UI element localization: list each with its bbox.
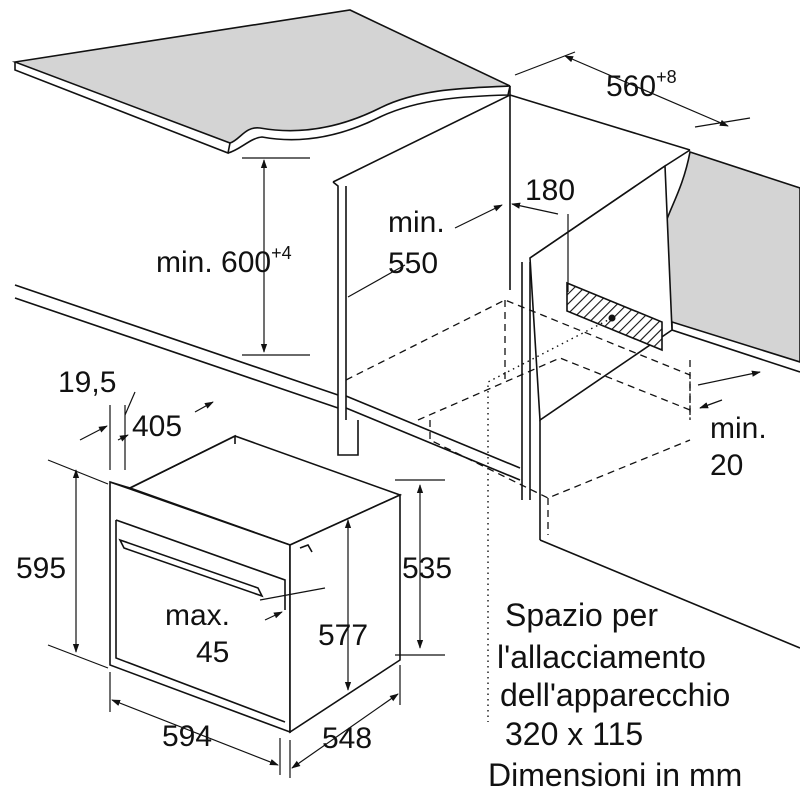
- cabinet-niche: [11, 9, 800, 722]
- dim-handle-l2: 45: [196, 636, 229, 669]
- dim-niche-width: 560+8: [606, 67, 677, 103]
- note-connection-l1: Spazio per: [505, 597, 658, 633]
- countertop-right: [661, 150, 800, 363]
- dim-oven-depth: 548: [322, 722, 372, 755]
- dimension-lines: [47, 51, 761, 778]
- note-connection-l4: 320 x 115: [505, 716, 643, 752]
- countertop-left: [11, 9, 511, 144]
- dim-niche-width-tol: +8: [656, 67, 677, 87]
- dim-oven-inner-height: 577: [318, 619, 368, 652]
- oven: [109, 434, 403, 734]
- dim-niche-depth-l1: min.: [388, 206, 445, 239]
- dim-oven-width: 594: [162, 720, 212, 753]
- dim-panel-depth: 405: [132, 410, 182, 443]
- dim-front-thickness: 19,5: [58, 366, 116, 399]
- note-connection-l2: l'allacciamento: [497, 639, 706, 675]
- dim-gap-l1: min.: [710, 412, 767, 445]
- dim-handle-l1: max.: [165, 599, 230, 632]
- dim-oven-body-height: 535: [402, 552, 452, 585]
- dim-niche-height: min. 600+4: [156, 243, 292, 279]
- note-connection-l3: dell'apparecchio: [500, 677, 730, 713]
- dim-niche-depth-l2: 550: [388, 247, 438, 280]
- dim-oven-height: 595: [16, 552, 66, 585]
- dim-niche-height-tol: +4: [271, 243, 292, 263]
- dim-side-offset: 180: [525, 174, 575, 207]
- side-panel: [529, 164, 673, 422]
- note-units: Dimensioni in mm: [488, 757, 742, 793]
- oven-handle: [118, 538, 264, 598]
- dim-gap-l2: 20: [710, 449, 743, 482]
